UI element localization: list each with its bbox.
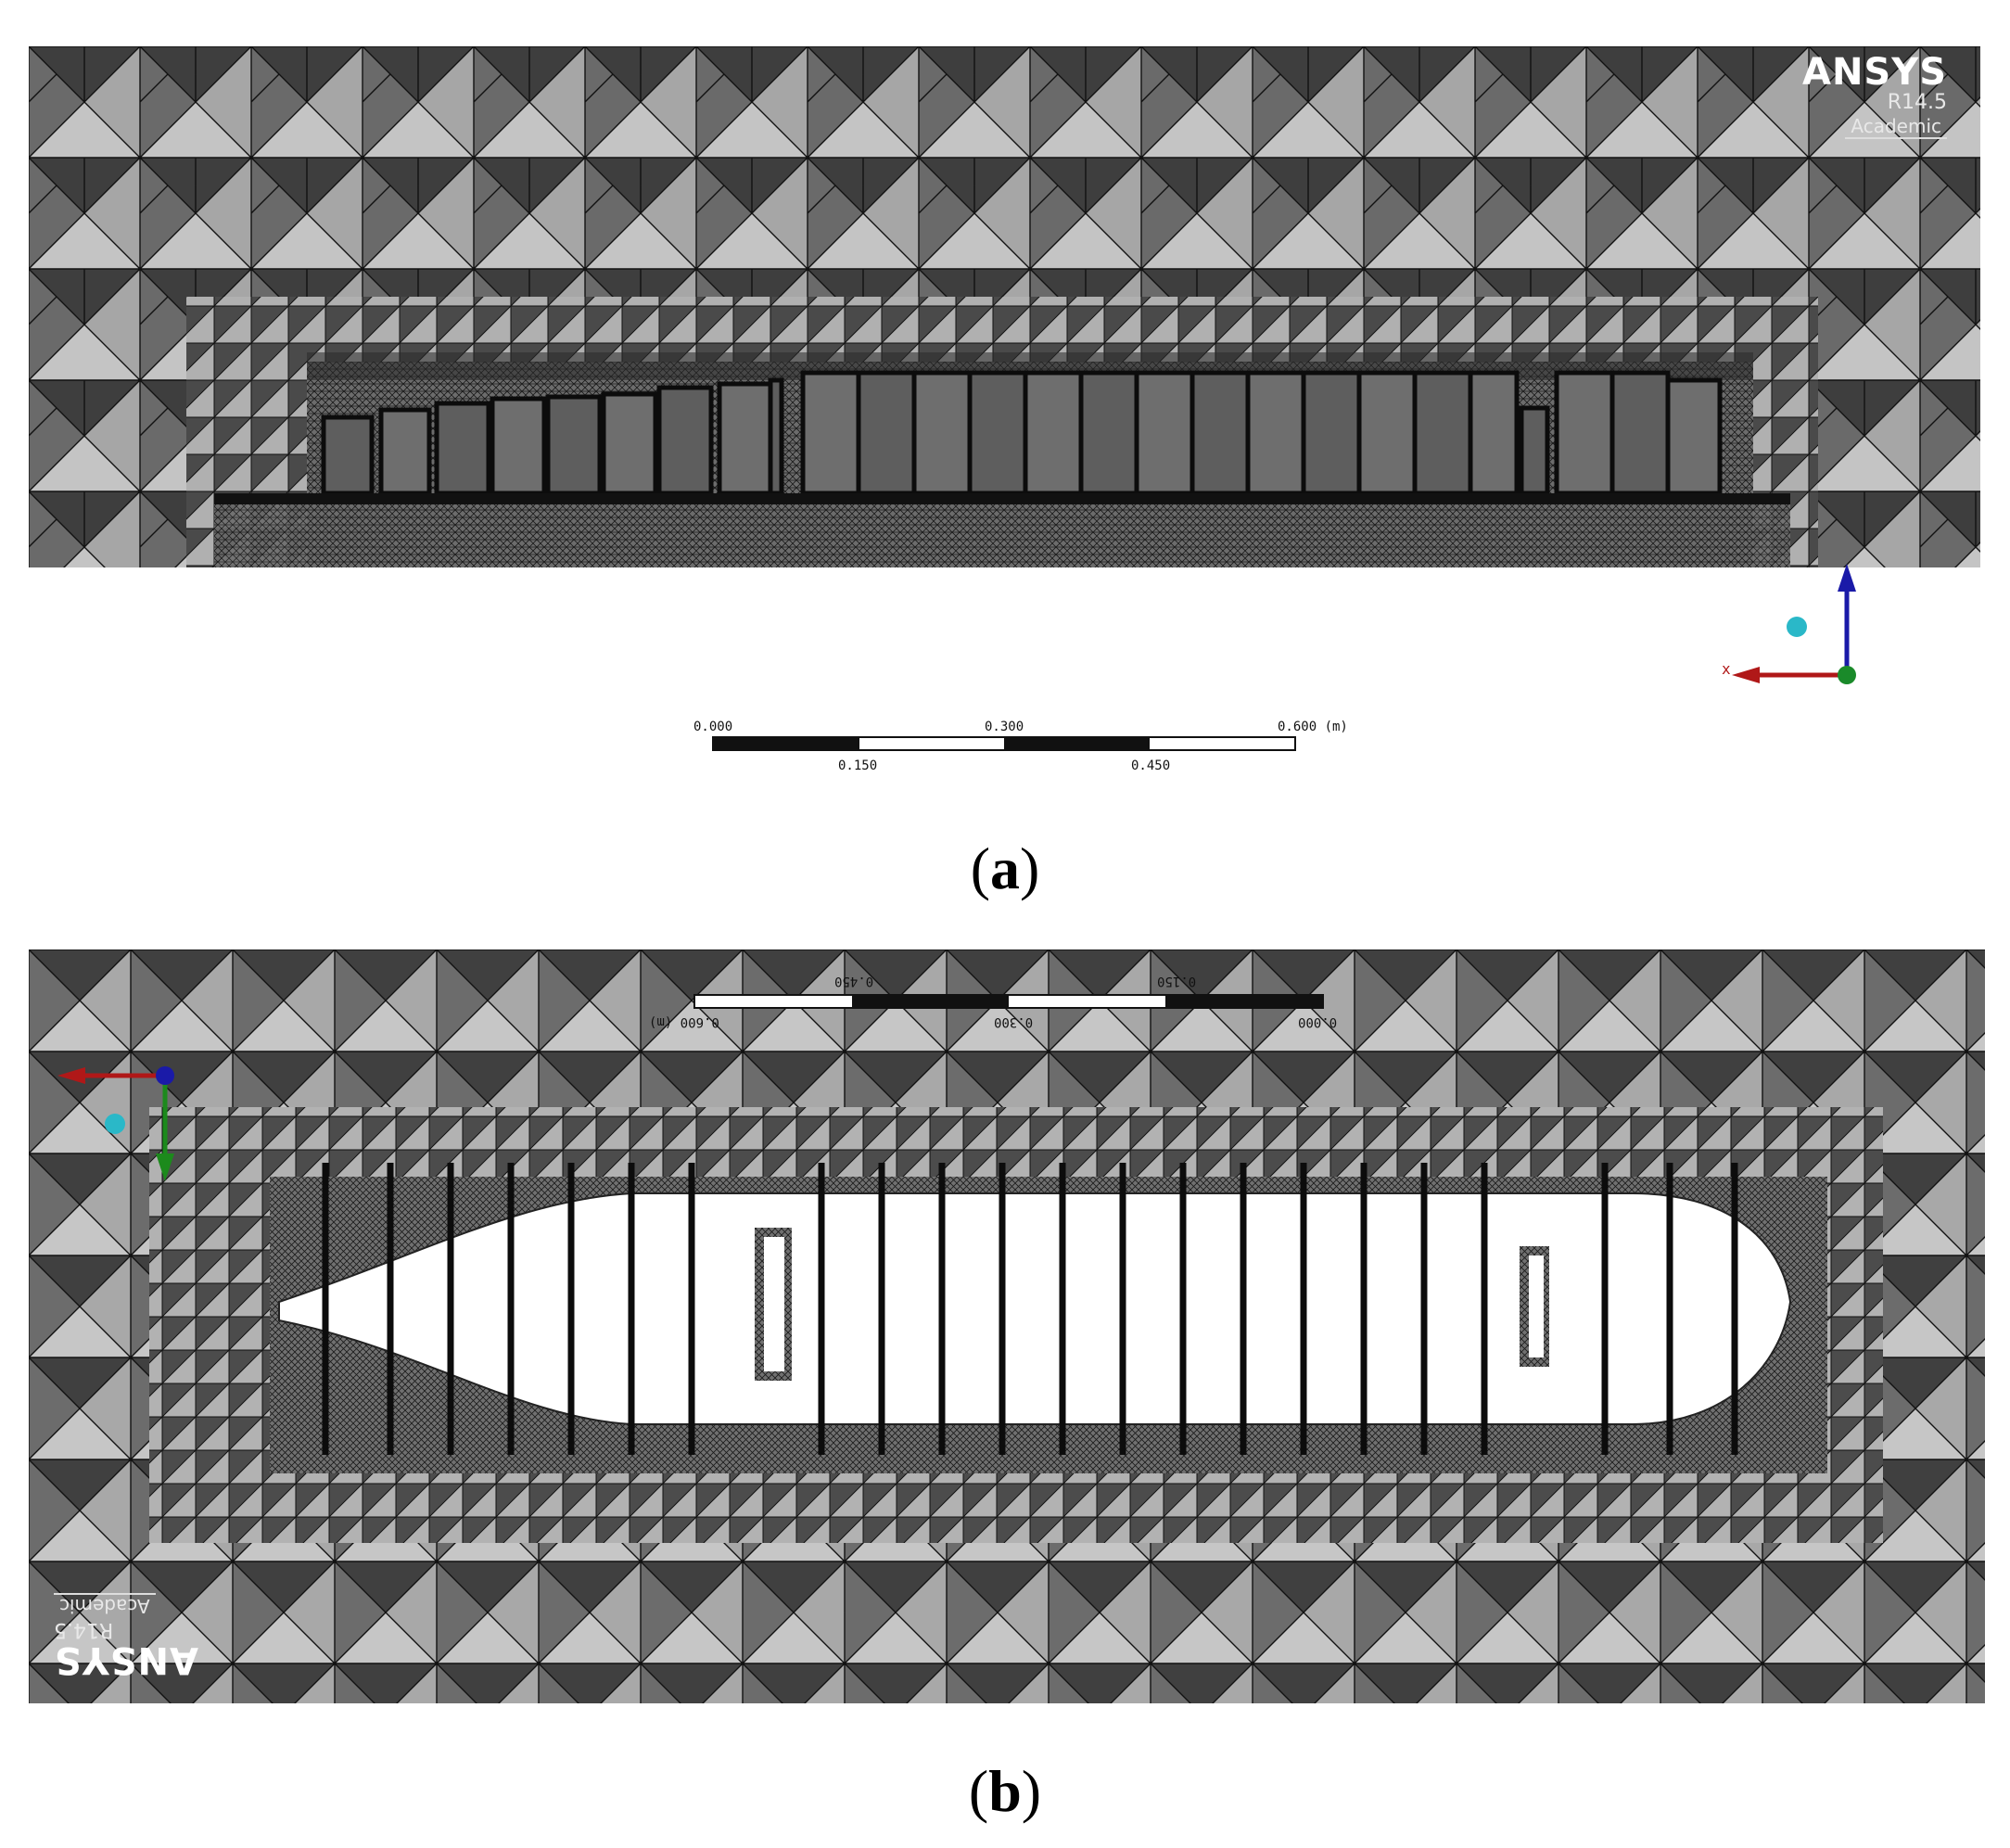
scale-label-600: 0.600 (m) <box>1278 720 1348 734</box>
compartment-block <box>321 414 375 496</box>
hull-outline <box>278 1192 1792 1425</box>
compartment-block <box>601 391 658 496</box>
scale-label-450: 0.450 <box>1131 758 1171 773</box>
logo-edition: Academic <box>54 1593 156 1617</box>
compartment-block <box>1078 370 1139 496</box>
compartment-block <box>1468 370 1520 496</box>
compartment-block <box>911 370 973 496</box>
compartment-block <box>1554 370 1615 496</box>
compartment-block <box>768 377 784 496</box>
hull-frames <box>322 1163 1738 1455</box>
logo-brand: ANSYS <box>54 1638 199 1681</box>
compartment-block <box>1665 377 1723 496</box>
scale-b-label-600: 0.600 (m) <box>649 1014 719 1029</box>
logo-edition: Academic <box>1845 115 1947 139</box>
compartment-block <box>1356 370 1418 496</box>
compartment-block <box>717 381 776 496</box>
compartment-block <box>656 385 714 496</box>
compartment-block <box>1412 370 1473 496</box>
z-axis-origin-icon <box>156 1066 174 1085</box>
compartment-block <box>1301 370 1362 496</box>
mesh-canvas-a <box>29 46 1980 567</box>
compartment-block <box>1134 370 1195 496</box>
view-sphere-icon <box>105 1114 125 1134</box>
mesh-canvas-b <box>29 949 1985 1703</box>
scale-bar-b <box>693 994 1324 1009</box>
compartment-block <box>1245 370 1306 496</box>
z-axis-origin-icon <box>1838 666 1856 684</box>
compartment-block <box>434 401 491 496</box>
scale-label-0: 0.000 <box>693 720 733 734</box>
compartment-block <box>545 394 603 496</box>
caption-a: (a) <box>970 835 1040 901</box>
caption-b: (b) <box>968 1758 1042 1824</box>
compartment-block <box>1609 370 1671 496</box>
scale-b-label-300: 0.300 <box>994 1014 1034 1029</box>
logo-brand: ANSYS <box>1801 51 1947 94</box>
axis-triad-a[interactable] <box>1706 547 1864 695</box>
scale-b-label-150: 0.150 <box>1157 974 1197 988</box>
scale-b-label-0: 0.000 <box>1298 1014 1338 1029</box>
compartment-block <box>856 370 917 496</box>
compartment-block <box>1023 370 1084 496</box>
compartment-block <box>800 370 861 496</box>
ansys-logo-a: ANSYS R14.5 Academic <box>1799 54 1947 139</box>
scale-label-150: 0.150 <box>838 758 878 773</box>
compartment-block <box>1189 370 1251 496</box>
compartment-block <box>490 396 547 496</box>
scale-label-300: 0.300 <box>985 720 1024 734</box>
ansys-logo-b: ANSYS R14.5 Academic <box>54 1593 202 1681</box>
triad-x-label: x <box>1722 660 1731 678</box>
scale-bar-a <box>712 736 1296 751</box>
compartment-block <box>378 407 432 496</box>
compartment-block <box>1519 405 1550 496</box>
mesh-view-a[interactable] <box>29 46 1980 567</box>
mesh-view-b[interactable] <box>29 949 1985 1703</box>
compartment-block <box>967 370 1028 496</box>
logo-version: R14.5 <box>1887 91 1947 114</box>
scale-b-label-450: 0.450 <box>834 974 874 988</box>
view-sphere-icon <box>1787 617 1807 637</box>
axis-triad-b[interactable] <box>33 1057 200 1205</box>
